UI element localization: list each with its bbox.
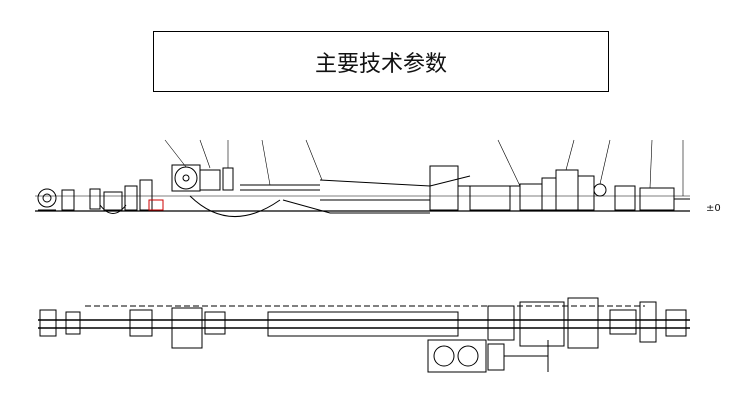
- furnace-section: [240, 165, 520, 214]
- elevation-view: [35, 139, 690, 218]
- plan-view: [38, 297, 690, 373]
- looper-unit: [171, 164, 281, 218]
- page-title: 主要技术参数: [153, 31, 609, 92]
- entry-section: [89, 179, 164, 214]
- leader-lines: [164, 139, 684, 196]
- uncoiler-unit: [37, 188, 75, 211]
- datum-label: ±0: [706, 203, 721, 214]
- exit-section: [519, 169, 690, 211]
